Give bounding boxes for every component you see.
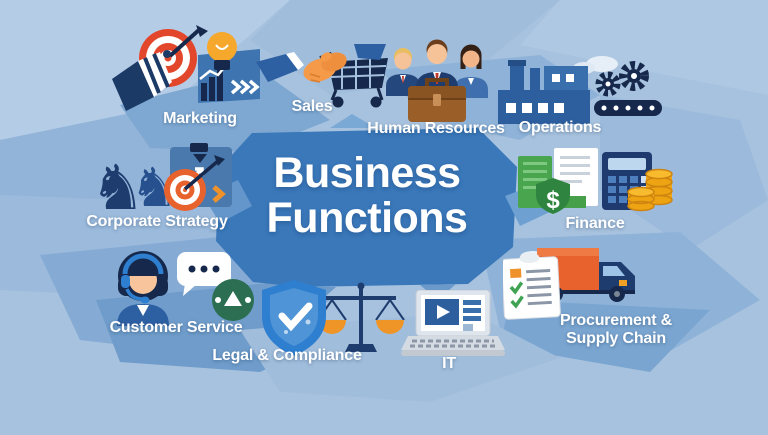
headset-icon bbox=[121, 253, 164, 304]
label-procurement: Procurement & Supply Chain bbox=[536, 312, 696, 347]
sales-icon bbox=[256, 44, 388, 108]
target-dart-icon bbox=[164, 155, 225, 211]
label-customer-service: Customer Service bbox=[109, 319, 243, 336]
badge-icon bbox=[212, 279, 254, 321]
handshake-icon bbox=[256, 44, 386, 83]
dollar-shield-icon: $ bbox=[536, 178, 570, 214]
label-finance: Finance bbox=[565, 215, 625, 232]
label-it: IT bbox=[442, 355, 456, 372]
coins-icon bbox=[627, 168, 673, 212]
title-line-2: Functions bbox=[266, 194, 468, 242]
legal-compliance-icon bbox=[262, 280, 405, 356]
conveyor-icon bbox=[594, 100, 662, 116]
svg-text:♞: ♞ bbox=[90, 151, 146, 218]
marketing-icon bbox=[112, 25, 260, 111]
chevrons-icon bbox=[230, 79, 260, 95]
speech-bubble-icon bbox=[177, 252, 231, 296]
shield-check-icon bbox=[262, 280, 326, 356]
svg-text:$: $ bbox=[546, 187, 560, 214]
dart-icon bbox=[168, 25, 208, 58]
lightbulb-icon bbox=[207, 32, 237, 70]
label-procurement-line-2: Supply Chain bbox=[566, 329, 666, 347]
laptop-icon bbox=[401, 290, 505, 356]
title-line-1: Business bbox=[273, 149, 461, 197]
label-marketing: Marketing bbox=[163, 110, 237, 127]
page-title: Business Functions bbox=[217, 151, 517, 241]
gears-icon bbox=[595, 61, 649, 97]
label-corporate-strategy: Corporate Strategy bbox=[86, 213, 228, 230]
briefcase-icon bbox=[408, 78, 466, 122]
scales-icon bbox=[317, 282, 405, 352]
agent-icon bbox=[117, 251, 169, 326]
label-sales: Sales bbox=[291, 98, 333, 115]
label-operations: Operations bbox=[518, 119, 602, 136]
megaphone-icon bbox=[112, 50, 172, 111]
customer-service-icon bbox=[117, 251, 254, 326]
finance-icon: $ bbox=[518, 148, 673, 214]
label-human-resources: Human Resources bbox=[367, 120, 505, 137]
factory-icon bbox=[498, 60, 590, 124]
corporate-strategy-icon: ♞ ♞ bbox=[90, 143, 232, 218]
checklist-icon bbox=[503, 253, 561, 320]
it-icon bbox=[401, 290, 505, 356]
label-procurement-line-1: Procurement & bbox=[559, 312, 673, 329]
operations-icon bbox=[498, 56, 662, 124]
label-legal-compliance: Legal & Compliance bbox=[212, 347, 362, 364]
procurement-icon bbox=[503, 248, 635, 320]
human-resources-icon bbox=[386, 39, 488, 122]
chart-panel-icon bbox=[198, 49, 260, 103]
